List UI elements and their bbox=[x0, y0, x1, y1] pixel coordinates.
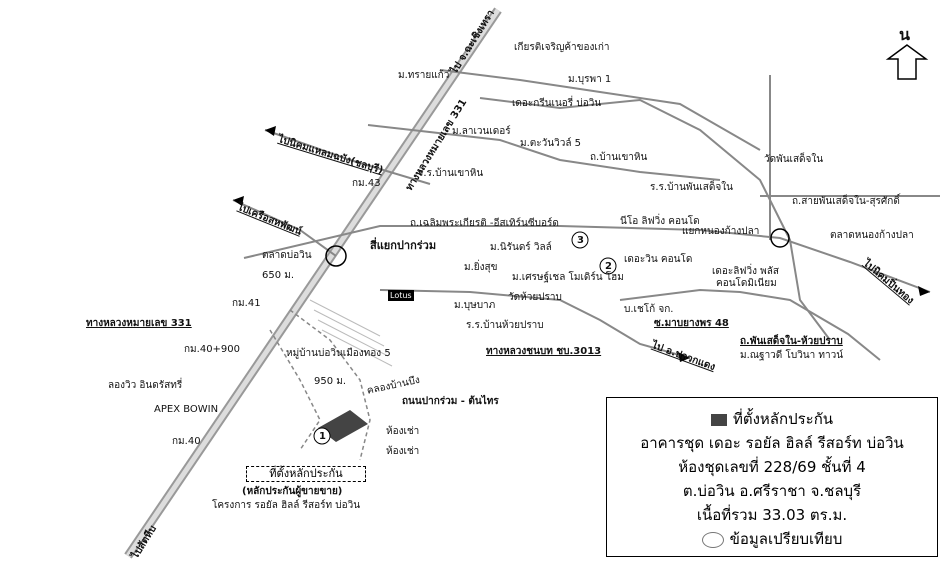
label-room-rent-1: ห้องเช่า bbox=[386, 426, 420, 437]
label-green-nursery: เดอะกรีนเนอรี่ บ่อวิน bbox=[512, 98, 602, 109]
label-kiattisak: เกียรติเจริญค้าของเก่า bbox=[514, 42, 610, 53]
marker-1: 1 bbox=[319, 431, 326, 442]
label-dist650: 650 ม. bbox=[262, 270, 295, 281]
label-rural-3013: ทางหลวงชนบท ชบ.3013 bbox=[486, 346, 602, 357]
label-talad-bowin: ตลาดบ่อวิน bbox=[262, 250, 312, 261]
label-b-choho: บ.เชโก้ จก. bbox=[624, 304, 674, 315]
north-label: น bbox=[899, 25, 910, 44]
legend-comparable-label: ข้อมูลเปรียบเทียบ bbox=[729, 530, 843, 548]
label-pakruam-road: ถนนปากร่วม - ต้นไทร bbox=[402, 396, 499, 407]
label-the-living: เดอะลิฟวิ่ง พลัส bbox=[712, 266, 779, 277]
label-km43: กม.43 bbox=[352, 178, 381, 189]
north-road-2 bbox=[479, 97, 831, 341]
label-laung-wiw: ลองวิว อินดรัสทรี่ bbox=[108, 380, 183, 391]
roundabout-pakruam bbox=[325, 245, 347, 267]
kaeng-road bbox=[232, 199, 337, 257]
chaloem-road bbox=[243, 225, 931, 293]
legend-box: ที่ตั้งหลักประกัน อาคารชุด เดอะ รอยัล ฮิ… bbox=[606, 397, 938, 557]
label-chaloem-road: ถ.เฉลิมพระเกียรติ -อีสเทิร์นซีบอร์ด bbox=[410, 218, 559, 229]
label-m-buppha: ม.บุรพา 1 bbox=[568, 74, 612, 85]
label-wat-huai: วัดห้วยปราบ bbox=[508, 292, 562, 303]
laem-chabang-road bbox=[264, 129, 431, 185]
label-condominium: คอนโดมิเนียม bbox=[716, 278, 777, 289]
label-yaek-nong-kang: แยกหนองก้างปลา bbox=[682, 226, 760, 237]
label-dist950: 950 ม. bbox=[314, 376, 347, 387]
label-talad-nong-kang: ตลาดหนองก้างปลา bbox=[830, 230, 914, 241]
label-bowin-condo: เดอะวิน คอนโด bbox=[624, 254, 693, 265]
label-sirae-pakruam: สี่แยกปากร่วม bbox=[370, 239, 437, 252]
label-m-ying-suk: ม.ยิ่งสุข bbox=[464, 262, 498, 273]
label-niyo: นีโอ ลิฟวิ่ง คอนโด bbox=[620, 216, 700, 227]
marker-2: 2 bbox=[605, 261, 612, 272]
ban-khao-hin-road bbox=[367, 124, 721, 181]
label-km40-900: กม.40+900 bbox=[184, 344, 241, 355]
label-apex: APEX BOWIN bbox=[154, 404, 219, 415]
legend-comparable-icon bbox=[701, 531, 724, 548]
legend-site-swatch bbox=[710, 413, 727, 426]
legend-line-3: ห้องชุดเลขที่ 228/69 ชั้นที่ 4 bbox=[678, 458, 866, 476]
label-school-phan: ร.ร.บ้านพันเสด็จใน bbox=[650, 182, 733, 193]
highway-331 bbox=[124, 7, 502, 559]
label-room-rent-2: ห้องเช่า bbox=[386, 446, 420, 457]
label-m-bussaba: ม.บุษบาภ bbox=[454, 300, 496, 311]
label-wat-phan: วัดพันเสด็จใน bbox=[764, 154, 824, 165]
legend-line-5: เนื้อที่รวม 33.03 ตร.ม. bbox=[696, 506, 848, 524]
label-school-khao-hin: ร.ร.บ้านเขาหิน bbox=[418, 168, 484, 179]
label-km40: กม.40 bbox=[172, 436, 201, 447]
label-m-nunthawee: ม.ณฐาวดี โบวินา ทาวน์ bbox=[740, 350, 844, 361]
subject-location-box: ที่ตั้งหลักประกัน bbox=[246, 466, 366, 482]
label-m-bowin-muang: หมู่บ้านบ่อวินเมืองทอง 5 bbox=[286, 348, 391, 359]
subject-caption-2: โครงการ รอยัล ฮิลล์ รีสอร์ท บ่อวิน bbox=[212, 500, 361, 511]
legend-line-6-row: ข้อมูลเปรียบเทียบ bbox=[607, 530, 937, 548]
label-lotus: Lotus bbox=[388, 290, 414, 301]
label-school-huai: ร.ร.บ้านห้วยปราบ bbox=[466, 320, 544, 331]
legend-title-row: ที่ตั้งหลักประกัน bbox=[607, 410, 937, 428]
legend-line-2: อาคารชุด เดอะ รอยัล ฮิลล์ รีสอร์ท บ่อวิน bbox=[640, 434, 904, 452]
subject-caption-1: (หลักประกันผู้ขายขาย) bbox=[242, 486, 343, 497]
north-road bbox=[439, 69, 761, 151]
roundabout-nong-kang bbox=[770, 228, 790, 248]
label-sai-phan-road: ถ.สายพันเสด็จใน-สุรศักดิ์ bbox=[792, 196, 900, 207]
label-soi-mayang: ซ.มาบยางพร 48 bbox=[654, 318, 729, 329]
north-arrow-icon: น bbox=[884, 27, 930, 81]
label-km41: กม.41 bbox=[232, 298, 261, 309]
legend-title: ที่ตั้งหลักประกัน bbox=[732, 410, 834, 428]
subject-site-marker bbox=[318, 410, 368, 442]
label-m-lavender: ม.ลาเวนเดอร์ bbox=[452, 126, 511, 137]
label-phan-huai-road: ถ.พันเสด็จใน-ห้วยปราบ bbox=[740, 336, 843, 347]
label-m-nirun: ม.นิรันดร์ วิลล์ bbox=[490, 242, 552, 253]
legend-line-4: ต.บ่อวิน อ.ศรีราชา จ.ชลบุรี bbox=[682, 482, 862, 500]
label-m-sai-kaew: ม.ทรายแก้ว bbox=[398, 70, 450, 81]
label-m-tawan: ม.ตะวันวิวล์ 5 bbox=[520, 138, 581, 149]
label-m-setchanok: ม.เศรษฐ์เชล โมเดิร์น โฮม bbox=[512, 272, 624, 283]
label-ban-khao-hin-road: ถ.บ้านเขาหิน bbox=[590, 152, 648, 163]
marker-3: 3 bbox=[577, 235, 584, 246]
label-hwy331-bottom: ทางหลวงหมายเลข 331 bbox=[86, 318, 192, 329]
